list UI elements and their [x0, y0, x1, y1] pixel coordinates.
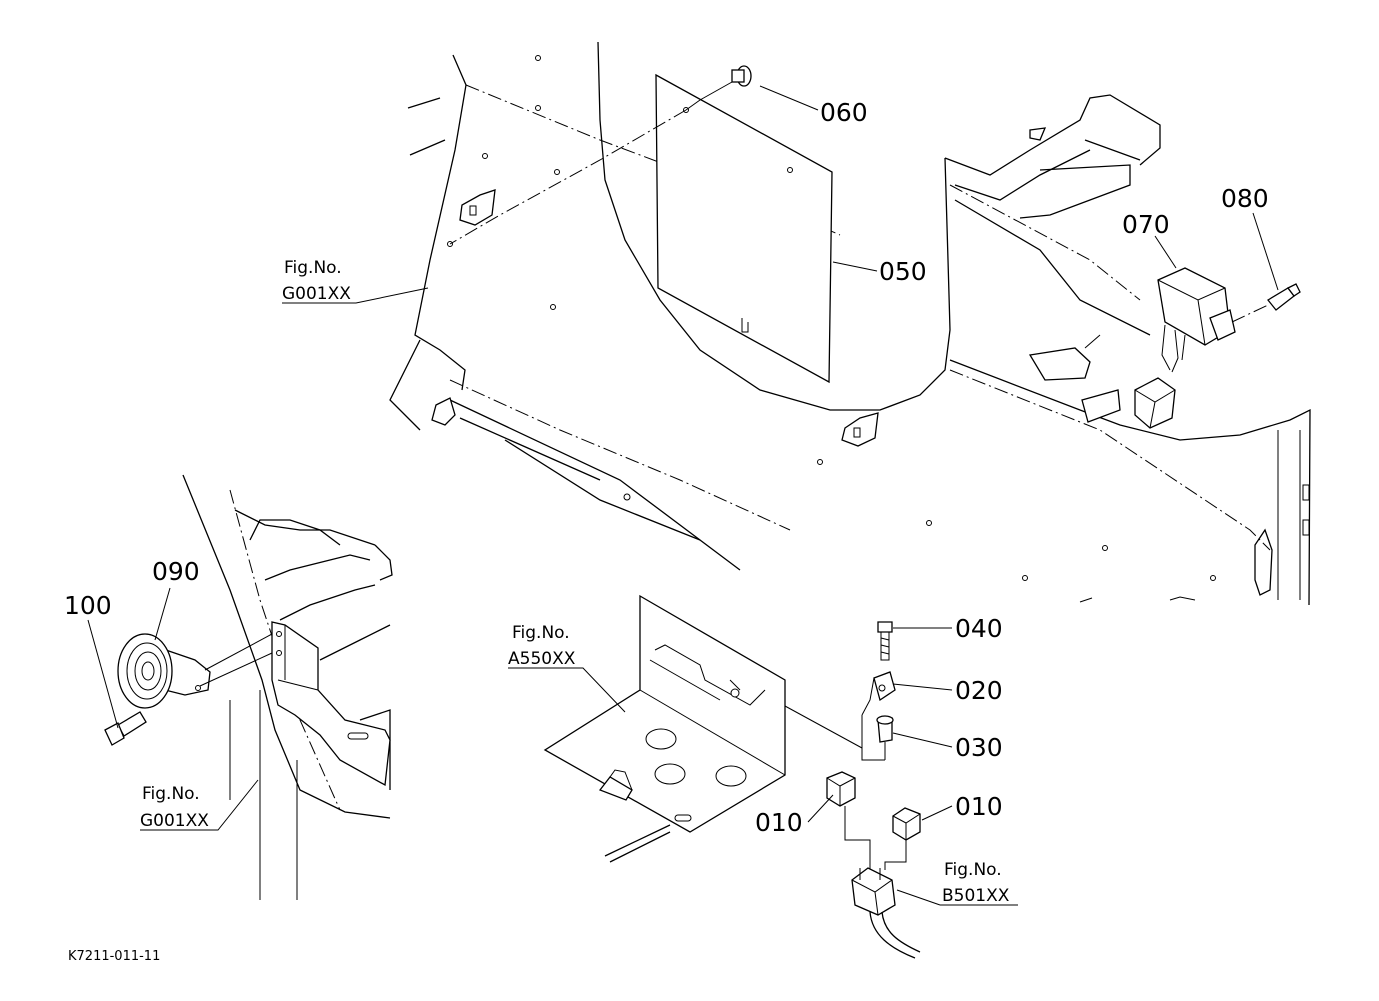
relay-assembly	[784, 621, 921, 959]
bolt-100	[104, 711, 147, 746]
fig-ref-bottom-left-label: Fig.No.	[142, 784, 200, 804]
screw-060	[685, 65, 752, 111]
part-number-040: 040	[955, 614, 1003, 643]
relay-module-070	[1134, 267, 1269, 429]
horn-090	[117, 633, 273, 709]
bolt-080	[1267, 283, 1301, 311]
part-number-070: 070	[1122, 210, 1170, 239]
part-number-030: 030	[955, 733, 1003, 762]
horn-mount-area	[182, 474, 393, 900]
part-number-090: 090	[152, 557, 200, 586]
diagram-code: K7211-011-11	[68, 949, 160, 964]
fig-ref-center-code: A550XX	[508, 649, 576, 669]
fig-ref-top-left-label: Fig.No.	[284, 258, 342, 278]
battery-tray-bracket	[543, 594, 786, 863]
part-number-050: 050	[879, 257, 927, 286]
fig-ref-bottom-left-code: G001XX	[140, 811, 209, 831]
fig-ref-center-label: Fig.No.	[512, 623, 570, 643]
part-number-100: 100	[64, 591, 112, 620]
fig-ref-top-left-code: G001XX	[282, 284, 351, 304]
part-number-010-left: 010	[755, 808, 803, 837]
figure-references: Fig.No. G001XX Fig.No. G001XX Fig.No. A5…	[140, 258, 1010, 906]
part-number-080: 080	[1221, 184, 1269, 213]
right-frame	[926, 94, 1311, 606]
leader-lines	[87, 85, 1279, 906]
cover-plate-050	[449, 73, 833, 384]
fig-ref-bottom-right-code: B501XX	[942, 886, 1010, 906]
cabin-rear-panel	[389, 41, 951, 571]
part-number-010-right: 010	[955, 792, 1003, 821]
fig-ref-bottom-right-label: Fig.No.	[944, 860, 1002, 880]
part-number-060: 060	[820, 98, 868, 127]
part-labels: 060 050 070 080 090 100 040 020 030 010 …	[64, 98, 1269, 837]
part-number-020: 020	[955, 676, 1003, 705]
